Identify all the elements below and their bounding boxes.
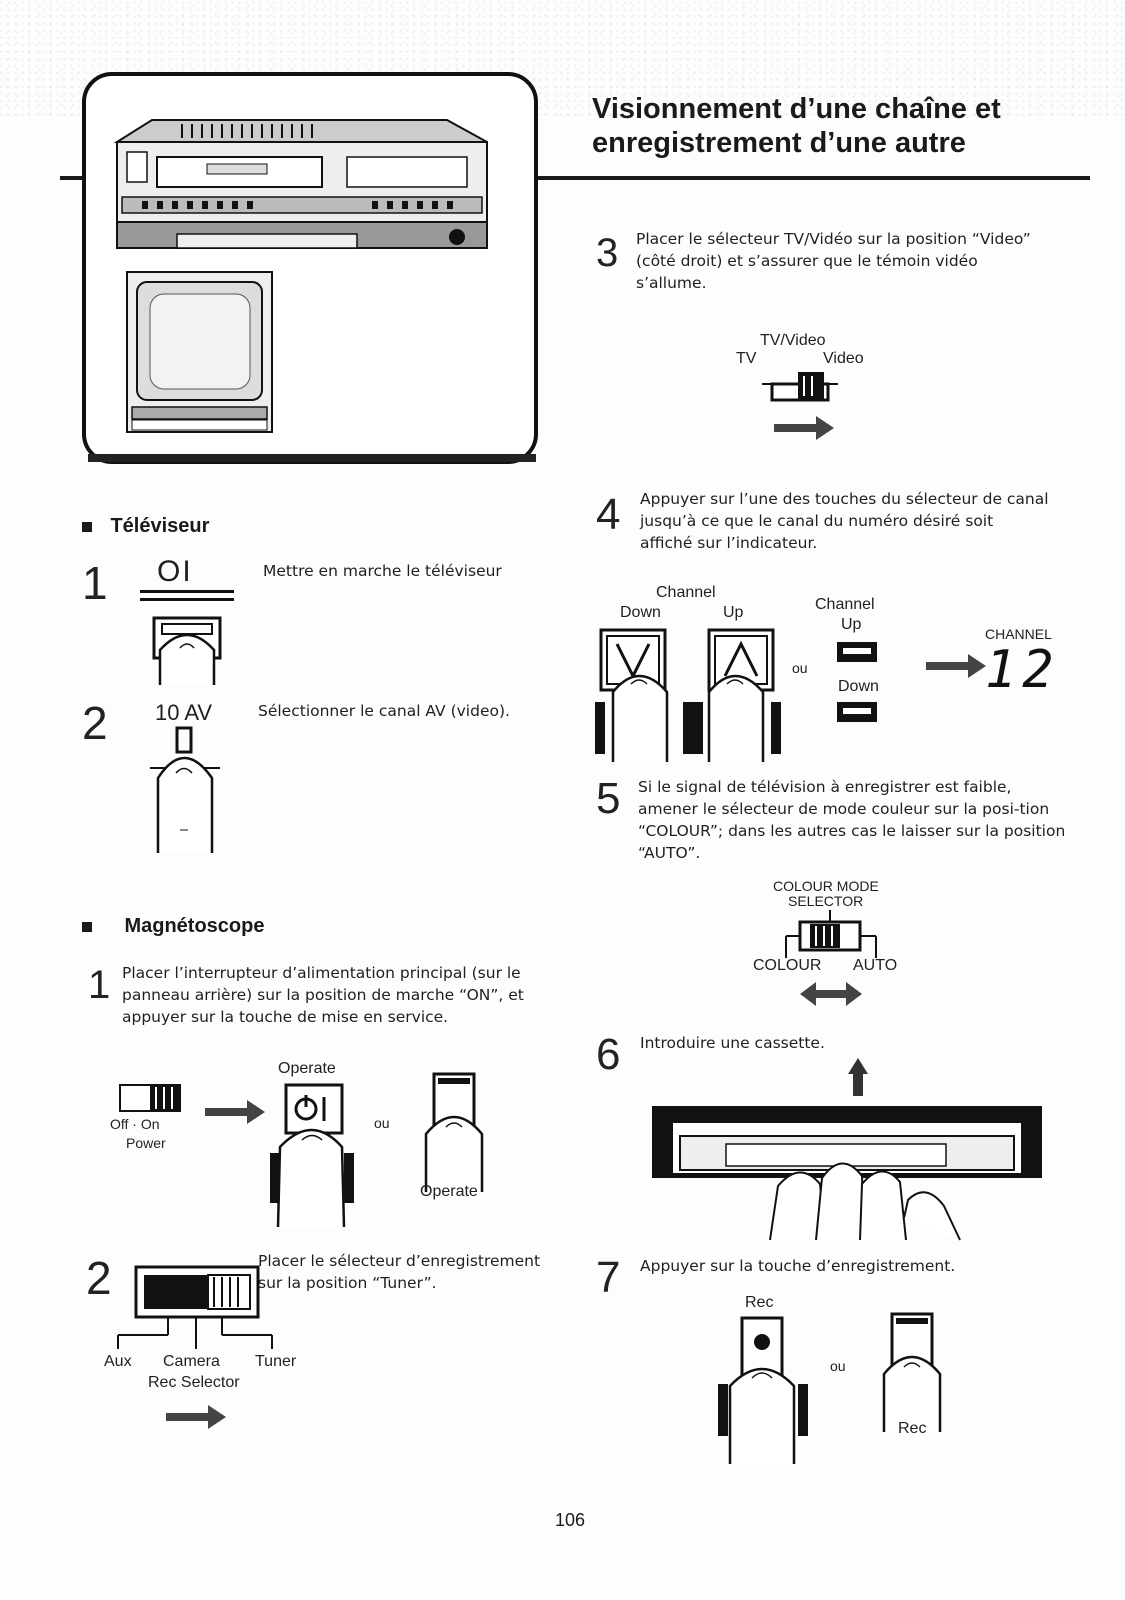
page-title-line2: enregistrement d’une autre [592, 127, 966, 159]
tv-step2-number: 2 [82, 697, 108, 749]
step7-number: 7 [596, 1253, 621, 1302]
rec-alt-finger-icon [882, 1312, 942, 1432]
tv-label: TV [736, 350, 757, 367]
channel-label: Channel [656, 584, 716, 601]
tv-step2-text: Sélectionner le canal AV (video). [258, 702, 510, 720]
operate-button-finger-icon [270, 1083, 354, 1228]
bullet-square [82, 522, 92, 532]
tv-section-heading: Téléviseur [82, 515, 209, 538]
rec-aux-label: Aux [104, 1353, 132, 1370]
arrow-right-icon [166, 1405, 226, 1429]
ou-label: ou [830, 1358, 846, 1374]
tv-power-symbol: OI [157, 555, 193, 588]
tvvideo-switch-icon [762, 372, 838, 402]
rec-camera-label: Camera [163, 1353, 220, 1370]
vcr-step2-text: Placer le sélecteur d’enregistrement sur… [258, 1252, 541, 1292]
step6-text: Introduire une cassette. [640, 1034, 825, 1052]
arrow-right-icon [774, 416, 834, 440]
channel-down-label-2: Down [838, 678, 879, 695]
step4-number: 4 [596, 490, 621, 539]
colour-mode-title-2: SELECTOR [788, 893, 864, 909]
tvvideo-title-label: TV/Video [760, 332, 826, 349]
rec-button-finger-icon [718, 1316, 808, 1464]
page-title-line1: Visionnement d’une chaîne et [592, 93, 1001, 125]
tv-step1-text: Mettre en marche le téléviseur [263, 562, 502, 580]
vcr-tv-illustration [82, 72, 538, 464]
page-number: 106 [555, 1510, 586, 1530]
channel-display-value: 12 [985, 640, 1060, 700]
vcr-step2-number: 2 [86, 1252, 112, 1304]
rec-label-bottom: Rec [898, 1420, 927, 1437]
step4-text: Appuyer sur l’une des touches du sélecte… [640, 490, 1049, 552]
operate-alt-finger-icon [424, 1072, 484, 1192]
av-button-finger-icon [150, 726, 220, 853]
off-on-label: Off · On [110, 1116, 160, 1132]
header-rule [60, 176, 1090, 180]
step5-text: Si le signal de télévision à enregistrer… [638, 778, 1066, 862]
auto-label: AUTO [853, 957, 898, 974]
power-label: Power [126, 1135, 166, 1151]
cassette-insert-icon [652, 1058, 1042, 1241]
operate-label-bottom: Operate [420, 1183, 478, 1200]
arrow-right-icon [205, 1100, 265, 1124]
arrow-both-icon [800, 982, 862, 1006]
video-label: Video [823, 350, 864, 367]
channel-display-label: CHANNEL [985, 626, 1052, 642]
colour-label: COLOUR [753, 957, 822, 974]
step3-number: 3 [596, 231, 619, 275]
vcr-step1-number: 1 [88, 963, 111, 1007]
rec-label-top: Rec [745, 1294, 774, 1311]
step5-number: 5 [596, 774, 621, 823]
channel-label-2: Channel [815, 596, 875, 613]
step6-number: 6 [596, 1030, 621, 1079]
colour-mode-title-1: COLOUR MODE [773, 878, 879, 894]
tv-step1-number: 1 [82, 557, 108, 609]
bullet-square [82, 922, 92, 932]
step7-text: Appuyer sur la touche d’enregistrement. [640, 1257, 956, 1275]
tv-power-button-icon [140, 590, 234, 685]
rec-tuner-label: Tuner [255, 1353, 297, 1370]
channel-up-label: Up [723, 604, 744, 621]
ou-label: ou [792, 660, 808, 676]
channel-down-label: Down [620, 604, 661, 621]
channel-buttons-finger-icon [595, 628, 781, 762]
power-switch-icon [119, 1084, 181, 1112]
ou-label: ou [374, 1115, 390, 1131]
channel-down-key-icon [837, 702, 877, 722]
colour-mode-switch-icon [785, 910, 877, 958]
step3-text: Placer le sélecteur TV/Vidéo sur la posi… [636, 230, 1031, 292]
tv-av-label: 10 AV [155, 700, 213, 725]
channel-up-key-icon [837, 642, 877, 662]
vcr-section-heading: Magnétoscope [82, 915, 264, 938]
arrow-right-icon [926, 654, 986, 678]
rec-selector-label: Rec Selector [148, 1374, 240, 1391]
vcr-step1-text: Placer l’interrupteur d’alimentation pri… [122, 964, 524, 1026]
rec-selector-switch-icon [117, 1265, 273, 1349]
operate-label-top: Operate [278, 1060, 336, 1077]
channel-up-label-2: Up [841, 616, 862, 633]
